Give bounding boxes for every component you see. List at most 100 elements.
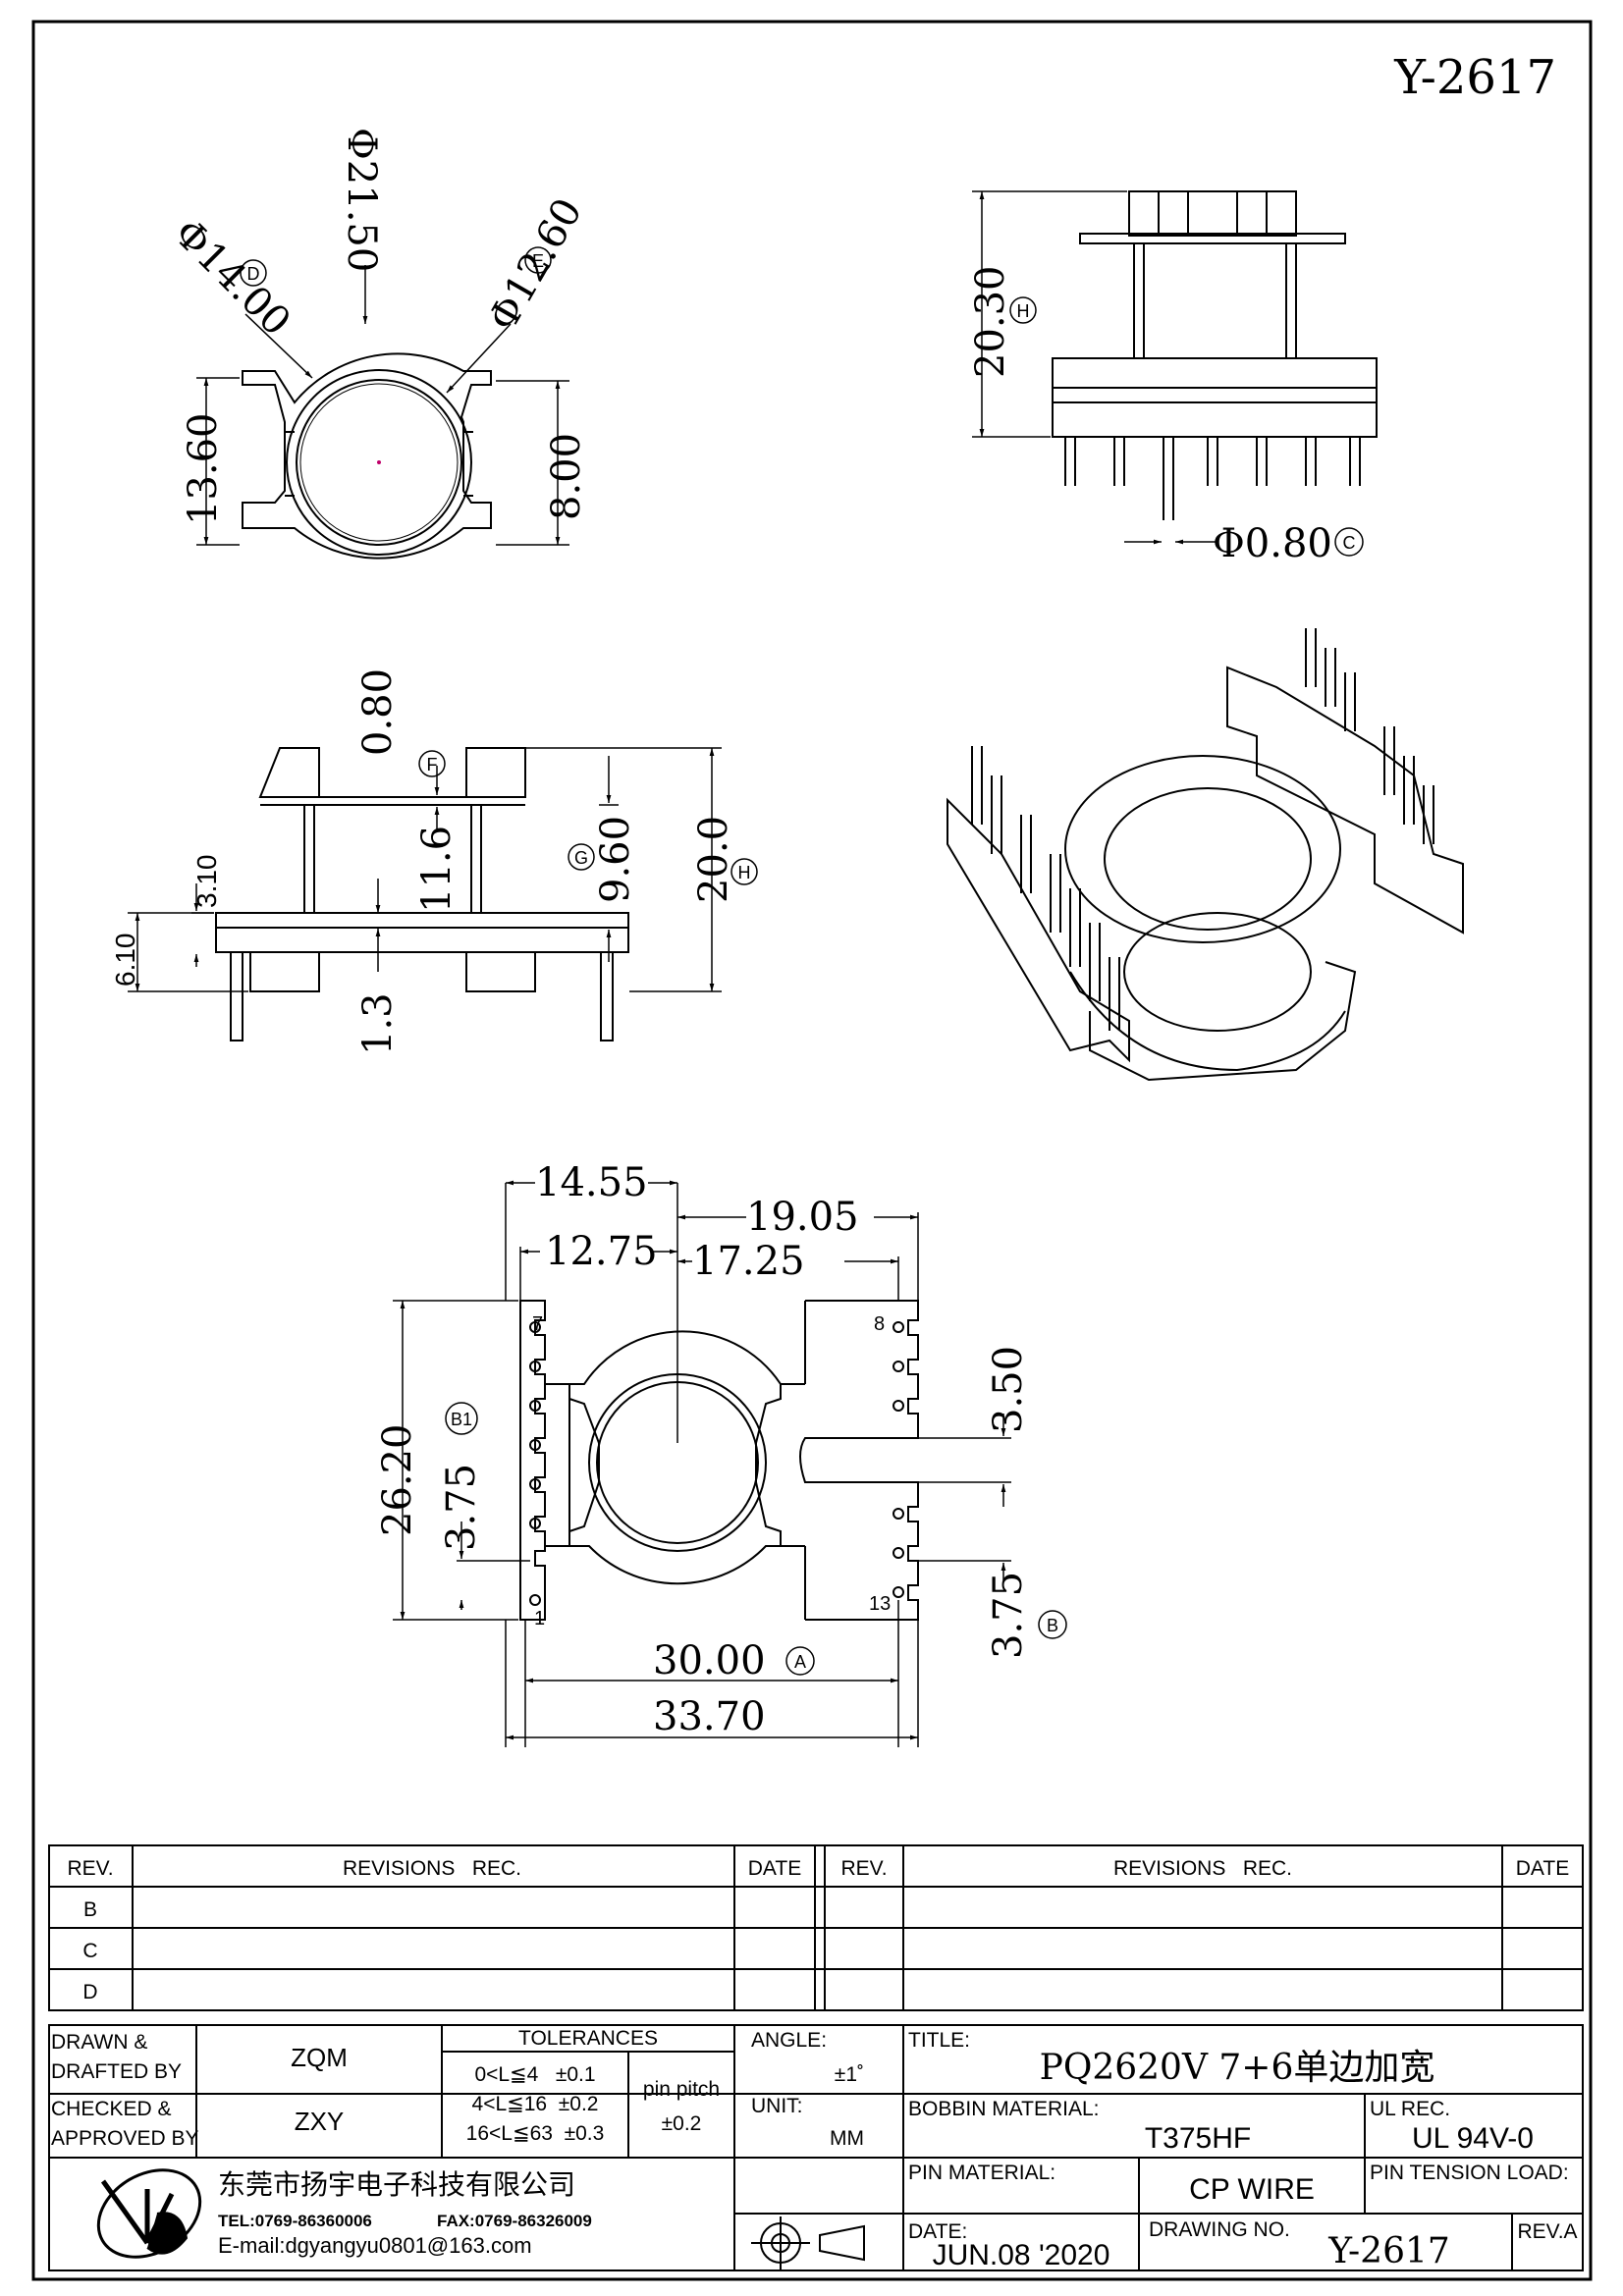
dim-dia-d: Φ14.00 bbox=[165, 211, 299, 346]
unit-label: UNIT: bbox=[751, 2095, 803, 2117]
pin-mat-label: PIN MATERIAL: bbox=[908, 2162, 1055, 2184]
tol-3: 16<L≦63 ±0.3 bbox=[466, 2122, 605, 2145]
label-b: B bbox=[1047, 1616, 1058, 1635]
pin-pitch-label: pin pitch bbox=[643, 2078, 720, 2101]
rev-row-b: B bbox=[83, 1898, 97, 1921]
circle-f-icon bbox=[418, 750, 446, 777]
front-view bbox=[215, 747, 629, 1041]
date-header-left: DATE bbox=[748, 1857, 801, 1880]
dim-1725: 17.25 bbox=[692, 1239, 805, 1284]
bobbin-label: BOBBIN MATERIAL: bbox=[908, 2098, 1100, 2120]
pin-13-label: 13 bbox=[869, 1593, 891, 1615]
drawing-no-label: DRAWING NO. bbox=[1149, 2218, 1290, 2241]
center-mark bbox=[377, 460, 381, 464]
company-name: 东莞市扬宇电子科技有限公司 bbox=[218, 2168, 575, 2201]
label-f: F bbox=[427, 755, 438, 774]
pin-8-label: 8 bbox=[874, 1313, 885, 1335]
projection-symbol-icon bbox=[751, 2216, 865, 2269]
circle-c-icon bbox=[1334, 527, 1364, 557]
circle-e-icon bbox=[524, 246, 552, 274]
company-fax: FAX:0769-86326009 bbox=[437, 2212, 592, 2230]
circle-a-icon bbox=[785, 1646, 815, 1676]
pin-7-label: 7 bbox=[532, 1313, 543, 1335]
label-a: A bbox=[794, 1652, 806, 1672]
ul-value: UL 94V-0 bbox=[1412, 2122, 1534, 2155]
dim-3000: 30.00 bbox=[653, 1638, 766, 1683]
sheet-border bbox=[31, 20, 1593, 2281]
dim-1275: 12.75 bbox=[545, 1229, 658, 1274]
drawn-label-2: DRAFTED BY bbox=[51, 2060, 182, 2083]
circle-d-icon bbox=[240, 259, 267, 287]
circle-g-icon bbox=[568, 843, 595, 871]
rev-header-right: REV. bbox=[840, 1857, 887, 1880]
title-block bbox=[48, 2024, 1584, 2271]
isometric-view bbox=[947, 628, 1464, 1082]
circle-b1-icon bbox=[445, 1402, 478, 1435]
dim-2620: 26.20 bbox=[375, 1423, 420, 1536]
date-header-right: DATE bbox=[1516, 1857, 1569, 1880]
dim-350: 3.50 bbox=[986, 1346, 1031, 1433]
circle-h2-icon bbox=[730, 858, 758, 885]
dim-375-right: 3.75 bbox=[986, 1572, 1031, 1659]
dim-1455: 14.55 bbox=[535, 1160, 648, 1205]
label-d: D bbox=[247, 264, 260, 284]
drawing-number-top: Y-2617 bbox=[1393, 50, 1556, 105]
label-g: G bbox=[574, 848, 588, 868]
bottom-view bbox=[519, 1300, 919, 1621]
drawn-label-1: DRAWN & bbox=[51, 2031, 147, 2054]
dim-960: 9.60 bbox=[593, 816, 638, 903]
rev-row-d: D bbox=[82, 1981, 97, 2003]
dim-height-left: 13.60 bbox=[181, 412, 226, 525]
label-e: E bbox=[532, 251, 544, 271]
label-b1: B1 bbox=[451, 1410, 472, 1429]
angle-label: ANGLE: bbox=[751, 2029, 827, 2052]
revision-table bbox=[48, 1844, 1584, 2011]
side-view-dimensions bbox=[972, 190, 1217, 545]
drawn-value: ZQM bbox=[291, 2043, 348, 2072]
company-logo-icon bbox=[96, 2168, 202, 2259]
tol-1: 0<L≦4 ±0.1 bbox=[474, 2063, 595, 2086]
date-value: JUN.08 '2020 bbox=[933, 2239, 1110, 2271]
checked-value: ZXY bbox=[295, 2107, 345, 2136]
title-label: TITLE: bbox=[908, 2029, 970, 2052]
dim-080: 0.80 bbox=[355, 668, 401, 756]
date-label: DATE: bbox=[908, 2220, 967, 2243]
pin-mat-value: CP WIRE bbox=[1189, 2173, 1315, 2206]
dim-610: 6.10 bbox=[110, 934, 140, 988]
ul-label: UL REC. bbox=[1370, 2098, 1450, 2120]
dim-116: 11.6 bbox=[414, 826, 460, 913]
circle-b-icon bbox=[1038, 1610, 1067, 1639]
dim-pin-dia: Φ0.80 bbox=[1213, 521, 1332, 566]
rec-header-right: REVISIONS REC. bbox=[1113, 1857, 1292, 1880]
circle-h-icon bbox=[1009, 296, 1037, 324]
side-view-top bbox=[1052, 190, 1378, 520]
dim-1905: 19.05 bbox=[746, 1195, 859, 1240]
front-view-dimensions bbox=[128, 747, 722, 992]
rev-header-left: REV. bbox=[67, 1857, 113, 1880]
dim-dia-outer: Φ21.50 bbox=[339, 128, 384, 272]
bottom-view-dimensions bbox=[393, 1180, 1011, 1747]
tol-2: 4<L≦16 ±0.2 bbox=[472, 2093, 599, 2115]
dim-200: 20.0 bbox=[691, 816, 736, 903]
angle-value: ±1˚ bbox=[835, 2063, 864, 2086]
bobbin-value: T375HF bbox=[1145, 2122, 1251, 2155]
tolerances-label: TOLERANCES bbox=[518, 2027, 658, 2050]
top-view-dimensions bbox=[196, 265, 569, 546]
label-c: C bbox=[1343, 533, 1356, 553]
rec-header-left: REVISIONS REC. bbox=[343, 1857, 521, 1880]
unit-value: MM bbox=[830, 2127, 864, 2150]
title-value: PQ2620V 7+6单边加宽 bbox=[1040, 2048, 1435, 2088]
dim-13: 1.3 bbox=[355, 992, 401, 1055]
company-tel: TEL:0769-86360006 bbox=[218, 2212, 372, 2230]
pin-1-label: 1 bbox=[534, 1608, 545, 1629]
company-email: E-mail:dgyangyu0801@163.com bbox=[218, 2233, 532, 2258]
label-h2: H bbox=[738, 863, 751, 882]
checked-label-2: APPROVED BY bbox=[51, 2127, 199, 2150]
top-view bbox=[242, 352, 492, 560]
label-h: H bbox=[1017, 301, 1030, 321]
rev-a-label: REV.A bbox=[1517, 2220, 1577, 2243]
dim-height-right: 8.00 bbox=[544, 433, 589, 520]
dim-3370: 33.70 bbox=[653, 1694, 766, 1739]
dim-375-left: 3.75 bbox=[439, 1464, 484, 1551]
